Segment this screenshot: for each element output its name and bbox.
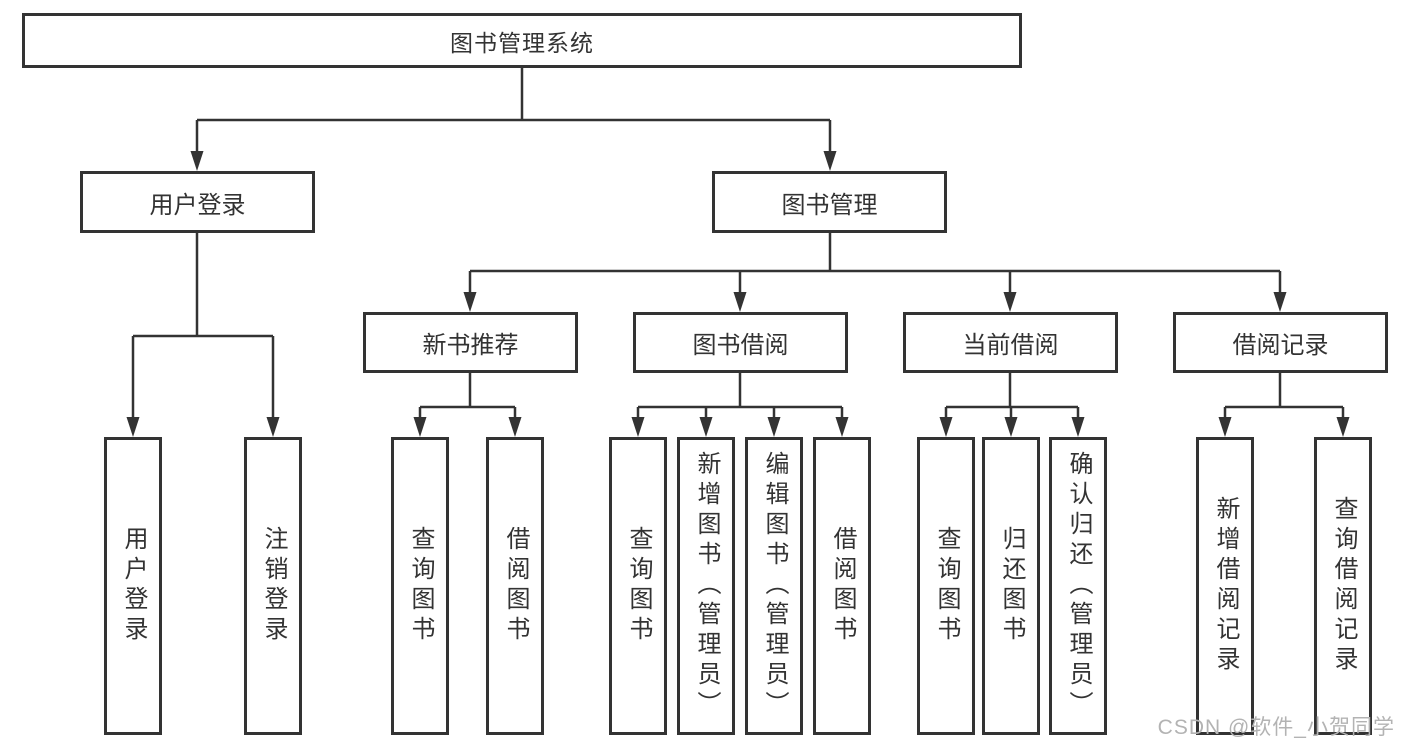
leaf-label: 用户登录 [120, 526, 147, 646]
node-current-borrow: 当前借阅 [903, 312, 1118, 373]
leaf-add-books-admin: 新增图书（管理员） [677, 437, 735, 735]
node-label: 用户登录 [149, 191, 246, 219]
leaf-query-books-current: 查询图书 [917, 437, 975, 735]
leaf-label: 确认归还（管理员） [1065, 451, 1092, 721]
node-book-management: 图书管理 [712, 171, 947, 233]
node-borrow-records: 借阅记录 [1173, 312, 1388, 373]
leaf-confirm-return-admin: 确认归还（管理员） [1049, 437, 1107, 735]
leaf-label: 查询借阅记录 [1330, 496, 1357, 676]
leaf-label: 归还图书 [998, 526, 1025, 646]
node-label: 图书借阅 [692, 332, 789, 359]
leaf-label: 借阅图书 [502, 526, 529, 646]
leaf-query-books-borrow: 查询图书 [609, 437, 667, 735]
leaf-borrow-books: 借阅图书 [813, 437, 871, 735]
leaf-query-borrow-record: 查询借阅记录 [1314, 437, 1372, 735]
node-label: 图书管理 [781, 191, 878, 219]
leaf-edit-books-admin: 编辑图书（管理员） [745, 437, 803, 735]
leaf-add-borrow-record: 新增借阅记录 [1196, 437, 1254, 735]
node-label: 图书管理系统 [450, 29, 594, 56]
node-user-login: 用户登录 [80, 171, 315, 233]
leaf-return-books: 归还图书 [982, 437, 1040, 735]
leaf-query-books-recommend: 查询图书 [391, 437, 449, 735]
leaf-user-login: 用户登录 [104, 437, 162, 735]
leaf-label: 新增借阅记录 [1212, 496, 1239, 676]
node-label: 新书推荐 [422, 332, 519, 359]
node-label: 借阅记录 [1232, 332, 1329, 359]
node-book-borrow: 图书借阅 [633, 312, 848, 373]
csdn-watermark: CSDN @软件_小贺同学 [1157, 716, 1395, 739]
leaf-label: 查询图书 [625, 526, 652, 646]
leaf-label: 注销登录 [260, 526, 287, 646]
leaf-label: 查询图书 [407, 526, 434, 646]
leaf-borrow-books-recommend: 借阅图书 [486, 437, 544, 735]
leaf-label: 借阅图书 [829, 526, 856, 646]
leaf-label: 新增图书（管理员） [693, 451, 720, 721]
node-label: 当前借阅 [962, 332, 1059, 359]
leaf-label: 编辑图书（管理员） [761, 451, 788, 721]
node-new-book-recommend: 新书推荐 [363, 312, 578, 373]
leaf-logout: 注销登录 [244, 437, 302, 735]
leaf-label: 查询图书 [933, 526, 960, 646]
node-library-management-system: 图书管理系统 [22, 13, 1022, 68]
